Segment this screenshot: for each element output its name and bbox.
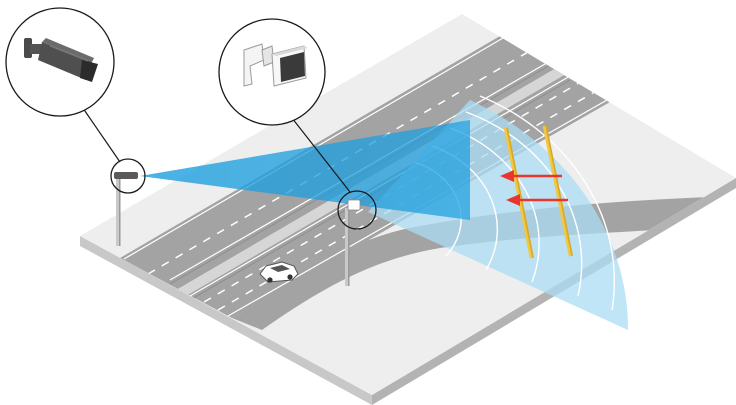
- camera-field-of-view: [140, 120, 470, 220]
- slab-side-left: [80, 236, 372, 405]
- bullet-camera-icon: [24, 38, 98, 82]
- radar-pole: [345, 199, 361, 286]
- radar-wave: [465, 111, 583, 297]
- pole-mounted-radar: [347, 199, 361, 211]
- exit-ramp: [232, 196, 736, 330]
- direction-arrowhead: [506, 194, 520, 206]
- pole-mounted-camera: [114, 172, 138, 179]
- camera-pole: [114, 172, 138, 246]
- radar-callout: [218, 18, 326, 126]
- gantry: [503, 125, 573, 259]
- car-icon: [259, 261, 299, 283]
- radar-wave: [449, 127, 540, 283]
- pole-shaft: [116, 176, 120, 246]
- camera-highlight-ring: [110, 158, 146, 194]
- direction-arrowhead: [500, 170, 514, 182]
- radar-wave: [479, 95, 615, 311]
- gantry-pole: [503, 127, 533, 259]
- traffic-direction-arrows: [500, 170, 568, 206]
- camera-callout: [5, 7, 115, 117]
- radar-highlight-ring: [337, 190, 377, 230]
- radar-callout-line: [291, 117, 351, 193]
- pole-shaft: [345, 208, 349, 286]
- radar-unit-icon: [243, 43, 308, 87]
- gantry-pole: [542, 125, 572, 257]
